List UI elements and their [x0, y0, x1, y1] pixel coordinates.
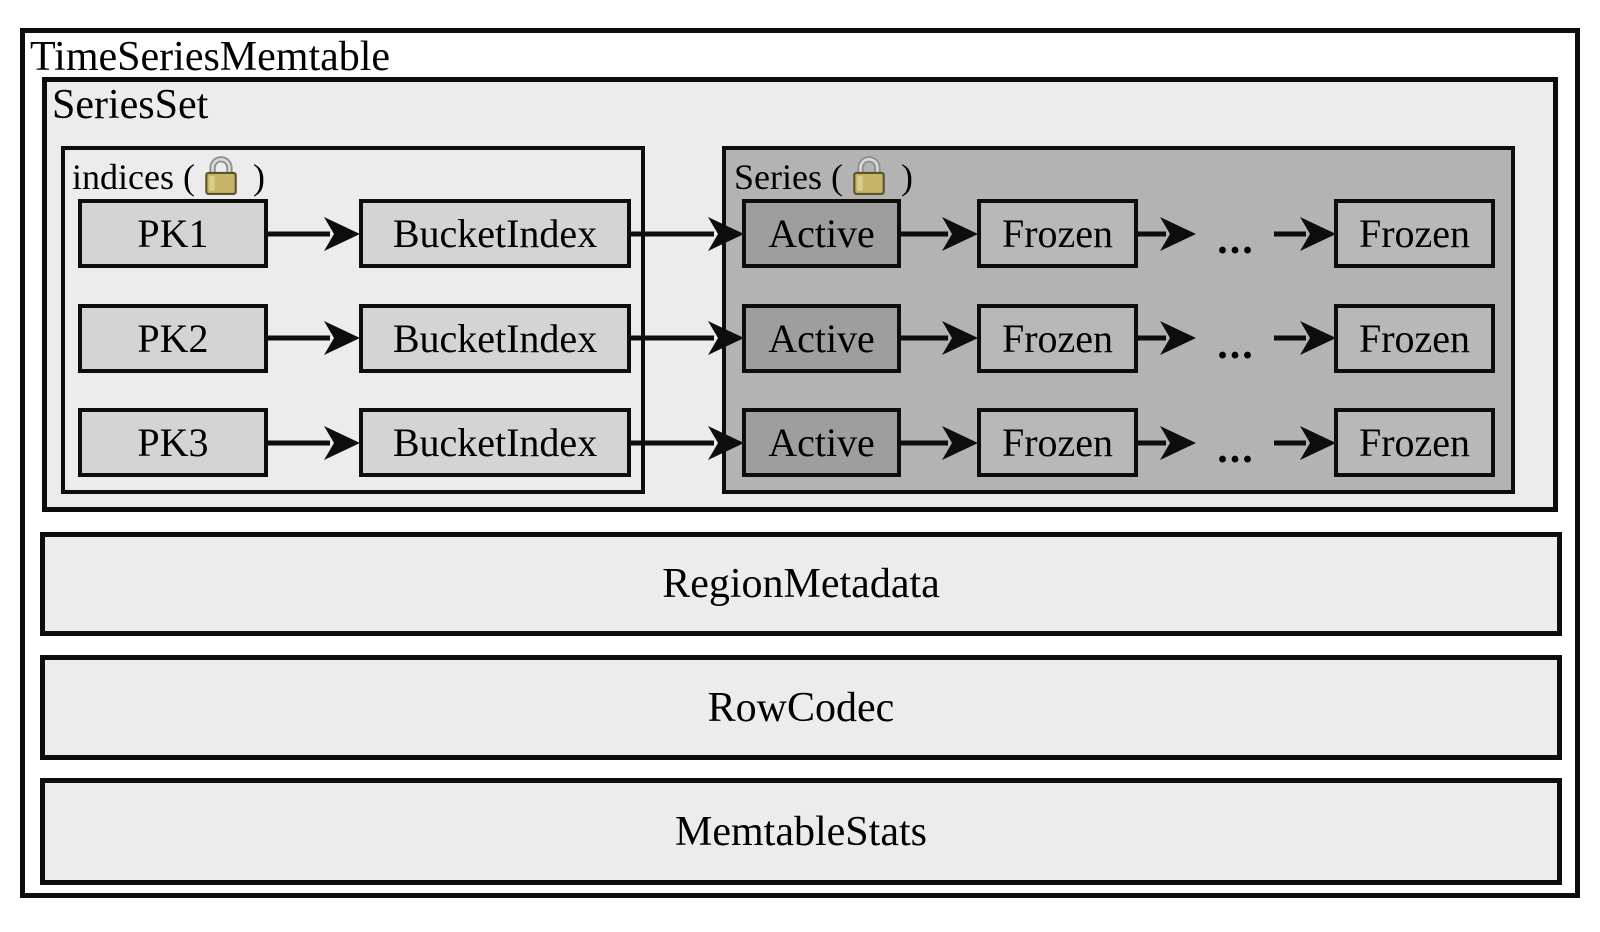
frozen-bucket-node: Frozen [977, 304, 1138, 373]
active-bucket-node: Active [742, 199, 901, 268]
row-codec-box: RowCodec [40, 655, 1562, 760]
pk-node: PK1 [78, 199, 268, 268]
page-title: TimeSeriesMemtable [30, 34, 391, 80]
bucket-index-node: BucketIndex [359, 199, 631, 268]
seriesset-label: SeriesSet [52, 82, 209, 128]
lock-icon [203, 154, 239, 205]
bucket-index-node: BucketIndex [359, 408, 631, 477]
indices-label-text: indices ( [72, 157, 195, 197]
active-bucket-node: Active [742, 408, 901, 477]
series-label-text: Series ( [734, 157, 843, 197]
chain-ellipsis: ... [1217, 425, 1255, 472]
indices-label: indices ( ) [72, 152, 271, 203]
memtable-stats-box: MemtableStats [40, 778, 1562, 885]
frozen-bucket-node: Frozen [977, 408, 1138, 477]
region-metadata-box: RegionMetadata [40, 532, 1562, 636]
pk-node: PK3 [78, 408, 268, 477]
pk-node: PK2 [78, 304, 268, 373]
indices-label-close-paren: ) [252, 157, 265, 197]
series-label: Series ( ) [734, 152, 919, 203]
chain-ellipsis: ... [1217, 321, 1255, 368]
frozen-bucket-node: Frozen [1334, 199, 1495, 268]
active-bucket-node: Active [742, 304, 901, 373]
chain-ellipsis: ... [1217, 216, 1255, 263]
bucket-index-node: BucketIndex [359, 304, 631, 373]
frozen-bucket-node: Frozen [977, 199, 1138, 268]
lock-icon [851, 154, 887, 205]
frozen-bucket-node: Frozen [1334, 408, 1495, 477]
series-label-close-paren: ) [900, 157, 913, 197]
frozen-bucket-node: Frozen [1334, 304, 1495, 373]
